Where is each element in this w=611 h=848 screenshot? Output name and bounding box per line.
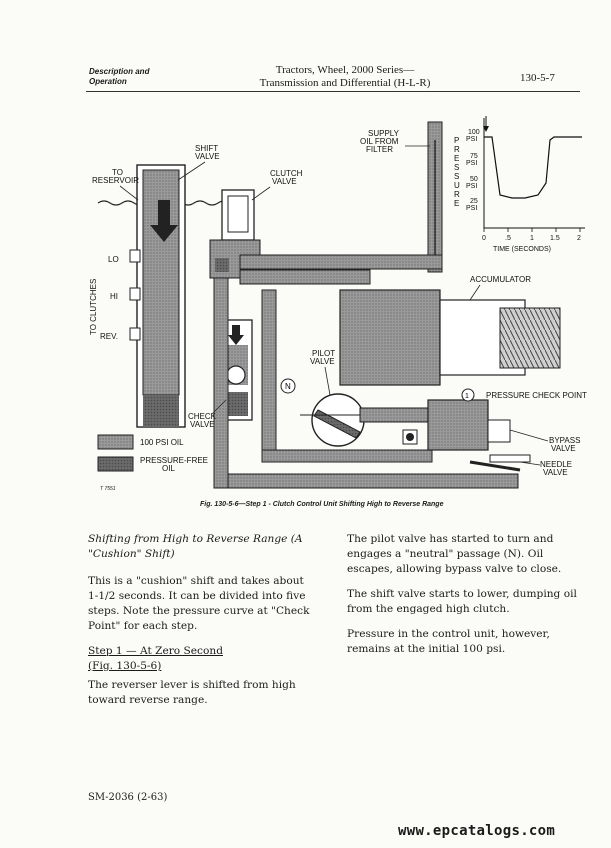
upper-passage (239, 269, 371, 285)
neutral-marker (280, 378, 296, 394)
y-tick-75: 75 (470, 153, 478, 160)
label-accumulator: ACCUMULATOR (470, 275, 531, 284)
right-para-2: The shift valve starts to lower, dumping… (347, 588, 577, 615)
section-label: Description and Operation (89, 67, 149, 87)
shift-valve (129, 164, 186, 428)
y-unit-25: PSI (466, 205, 477, 212)
pilot-valve (300, 393, 431, 447)
x-tick-2: 2 (577, 235, 581, 242)
section-heading: Shifting from High to Reverse Range (A "… (88, 532, 313, 562)
clutch-control-diagram: N 1 SHIFT VALVE TO RESERVOIR CLUTCH VALV… (89, 116, 587, 492)
main-passage (239, 254, 443, 270)
label-hi: HI (110, 292, 118, 301)
right-column: The pilot valve has started to turn and … (347, 532, 582, 667)
x-tick-0: 0 (482, 235, 486, 242)
left-column: Shifting from High to Reverse Range (A "… (88, 532, 313, 718)
svg-text:P: P (454, 136, 459, 145)
x-tick-1: 1 (530, 235, 534, 242)
label-supply-2: OIL FROM (360, 137, 399, 146)
section-heading-line1: Shifting from High to Reverse Range (A (88, 533, 303, 545)
watermark: www.epcatalogs.com (398, 823, 556, 839)
legend-free-swatch (97, 456, 134, 472)
label-to-reservoir-1: TO (112, 168, 123, 177)
y-unit-50: PSI (466, 183, 477, 190)
svg-text:U: U (454, 181, 460, 190)
svg-text:E: E (454, 199, 459, 208)
section-label-line2: Operation (89, 77, 127, 86)
label-supply-1: SUPPLY (368, 129, 400, 138)
step-heading: Step 1 — At Zero Second (88, 645, 223, 657)
label-supply-3: FILTER (366, 145, 393, 154)
footer-code: SM-2036 (2-63) (88, 792, 168, 803)
accumulator (339, 289, 561, 386)
bypass-block (427, 388, 531, 472)
lower-passage (261, 449, 433, 463)
label-pressure-check-point: PRESSURE CHECK POINT (486, 391, 587, 400)
inner-passage (261, 289, 277, 463)
label-lo: LO (108, 255, 119, 264)
label-rev: REV. (100, 332, 118, 341)
label-bypass-2: VALVE (551, 444, 576, 453)
pressure-graph: P R E S S U R E 100 PSI 75 PSI 50 PSI 25… (454, 116, 585, 253)
legend-100-swatch (97, 434, 134, 450)
svg-text:R: R (454, 190, 460, 199)
left-para-1: This is a "cushion" shift and takes abou… (88, 575, 310, 632)
pressure-vertical-label: P R E S S U R E (454, 136, 460, 208)
right-para-1: The pilot valve has started to turn and … (347, 533, 562, 575)
label-needle-1: NEEDLE (540, 460, 572, 469)
label-shift-valve-2: VALVE (195, 152, 220, 161)
figure-code: T 7551 (100, 486, 116, 492)
x-tick-15: 1.5 (550, 235, 560, 242)
legend-free-label-1: PRESSURE-FREE (140, 456, 208, 465)
y-unit-100: PSI (466, 136, 477, 143)
svg-text:R: R (454, 145, 460, 154)
page-title-line2: Transmission and Differential (H-L-R) (259, 77, 431, 89)
page-number: 130-5-7 (520, 72, 555, 84)
y-tick-50: 50 (470, 176, 478, 183)
label-clutch-valve-1: CLUTCH (270, 169, 303, 178)
right-para-3: Pressure in the control unit, however, r… (347, 628, 550, 655)
label-pilot-valve-1: PILOT (312, 349, 335, 358)
y-tick-25: 25 (470, 198, 478, 205)
step-figure-ref: (Fig. 130-5-6) (88, 660, 162, 672)
section-heading-line2: "Cushion" Shift) (88, 548, 175, 560)
label-check-valve-2: VALVE (190, 420, 215, 429)
supply-line (427, 121, 443, 273)
svg-text:S: S (454, 163, 459, 172)
label-to-reservoir-2: RESERVOIR (92, 176, 139, 185)
label-check-valve-1: CHECK (188, 412, 217, 421)
legend-free-label-2: OIL (162, 464, 175, 473)
clutch-valve (209, 189, 261, 279)
legend-100-label: 100 PSI OIL (140, 438, 184, 447)
section-label-line1: Description and (89, 67, 150, 76)
label-needle-2: VALVE (543, 468, 568, 477)
left-para-2: The reverser lever is shifted from high … (88, 679, 296, 706)
left-passage (213, 277, 229, 489)
check-ball (406, 433, 414, 441)
label-bypass-1: BYPASS (549, 436, 580, 445)
label-pilot-valve-2: VALVE (310, 357, 335, 366)
neutral-label: N (285, 382, 291, 391)
header-rule (86, 91, 580, 92)
svg-text:E: E (454, 154, 459, 163)
x-axis-label: TIME (SECONDS) (493, 246, 551, 253)
y-tick-100: 100 (468, 129, 480, 136)
bottom-passage (227, 473, 519, 489)
figure-caption: Fig. 130-5-6—Step 1 - Clutch Control Uni… (200, 501, 444, 508)
label-clutch-valve-2: VALVE (272, 177, 297, 186)
y-unit-75: PSI (466, 160, 477, 167)
page-title: Tractors, Wheel, 2000 Series— Transmissi… (230, 64, 460, 90)
x-tick-05: .5 (505, 235, 511, 242)
page-title-line1: Tractors, Wheel, 2000 Series— (275, 64, 415, 76)
svg-text:S: S (454, 172, 459, 181)
check-point-marker: 1 (465, 393, 469, 400)
label-shift-valve-1: SHIFT (195, 144, 218, 153)
label-to-clutches: TO CLUTCHES (89, 279, 98, 335)
